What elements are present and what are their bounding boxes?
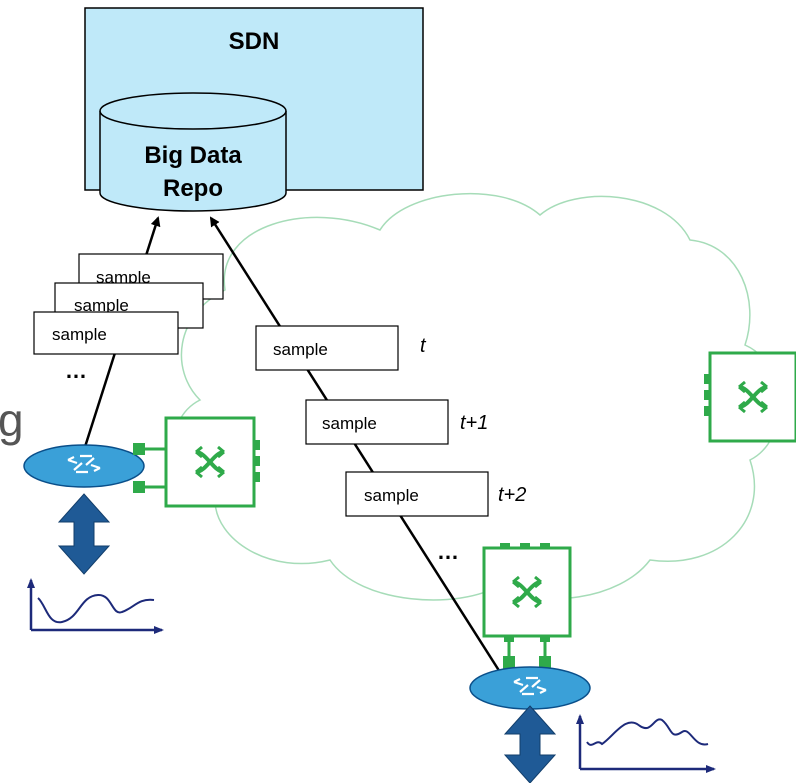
left-sample-stack: sample sample sample … — [33, 253, 224, 383]
sample-box — [305, 399, 449, 445]
timeline-ellipsis: … — [437, 539, 459, 564]
sample-label: sample — [273, 340, 328, 359]
sample-box — [255, 325, 399, 371]
clipped-text-left: g — [0, 394, 24, 446]
sample-label: sample — [74, 296, 129, 315]
router-icon — [23, 444, 145, 488]
bidirectional-arrow-icon — [57, 493, 111, 575]
sample-label: sample — [96, 268, 151, 287]
sample-box — [345, 471, 489, 517]
right-upload-arrow — [209, 216, 507, 681]
time-label: t+2 — [498, 484, 526, 506]
sample-label: sample — [364, 486, 419, 505]
left-switch-connectors — [133, 443, 166, 493]
switch-icon — [482, 543, 572, 642]
sample-label: sample — [52, 325, 107, 344]
sample-label: sample — [322, 414, 377, 433]
switch-icon — [704, 351, 796, 443]
time-label: t — [420, 335, 427, 357]
big-data-repo: Big Data Repo — [99, 92, 287, 212]
time-label: t+1 — [460, 412, 488, 434]
signal-graph-icon — [576, 714, 716, 773]
repo-label-line1: Big Data — [144, 142, 242, 169]
signal-graph-icon — [27, 578, 164, 634]
sdn-title: SDN — [229, 28, 280, 55]
switch-icon — [164, 416, 260, 508]
left-ellipsis: … — [65, 358, 87, 383]
bottom-switch-connectors — [503, 642, 551, 669]
timeline-samples: sample t sample t+1 sample t+2 … — [255, 325, 526, 564]
bidirectional-arrow-icon — [503, 705, 557, 783]
router-icon — [469, 666, 591, 710]
sample-box — [33, 311, 179, 355]
repo-label-line2: Repo — [163, 175, 223, 202]
network-cloud — [172, 192, 781, 601]
